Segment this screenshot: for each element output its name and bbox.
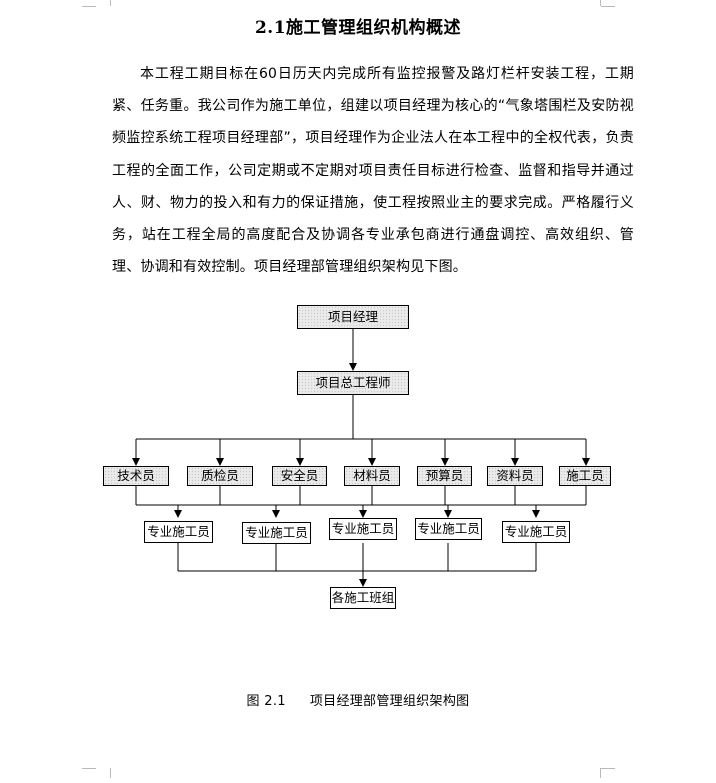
org-box-crew: 专业施工员 (415, 518, 482, 540)
crop-mark (96, 0, 111, 6)
figure-caption: 图 2.1 项目经理部管理组织架构图 (0, 690, 716, 709)
crop-mark (82, 768, 96, 783)
org-box-crew: 专业施工员 (502, 521, 570, 543)
org-box-crew: 专业施工员 (144, 521, 213, 543)
crop-mark (600, 768, 615, 778)
crop-mark (96, 768, 111, 778)
org-box-staff: 预算员 (417, 466, 472, 486)
org-box-staff: 质检员 (187, 466, 253, 486)
org-chart-connectors (132, 329, 590, 587)
crop-mark (601, 768, 615, 783)
org-box-staff: 施工员 (559, 466, 611, 486)
org-box-chief-engineer: 项目总工程师 (297, 371, 409, 395)
figure-title: 项目经理部管理组织架构图 (309, 694, 470, 709)
section-title: 2.1施工管理组织机构概述 (254, 18, 462, 38)
org-box-staff: 安全员 (272, 466, 327, 486)
org-box-staff: 材料员 (344, 466, 400, 486)
org-box-crew: 专业施工员 (242, 522, 311, 544)
org-box-staff: 技术员 (103, 466, 169, 486)
crop-mark (82, 6, 96, 21)
body-paragraph: 本工程工期目标在60日历天内完成所有监控报警及路灯栏杆安装工程，工期紧、任务重。… (112, 66, 634, 276)
org-box-staff: 资料员 (487, 466, 543, 486)
crop-mark (601, 6, 615, 21)
org-box-teams: 各施工班组 (330, 587, 396, 609)
figure-number: 图 2.1 (246, 694, 286, 709)
org-box-crew: 专业施工员 (329, 518, 397, 540)
crop-mark (600, 0, 615, 6)
org-box-project-manager: 项目经理 (297, 305, 409, 329)
